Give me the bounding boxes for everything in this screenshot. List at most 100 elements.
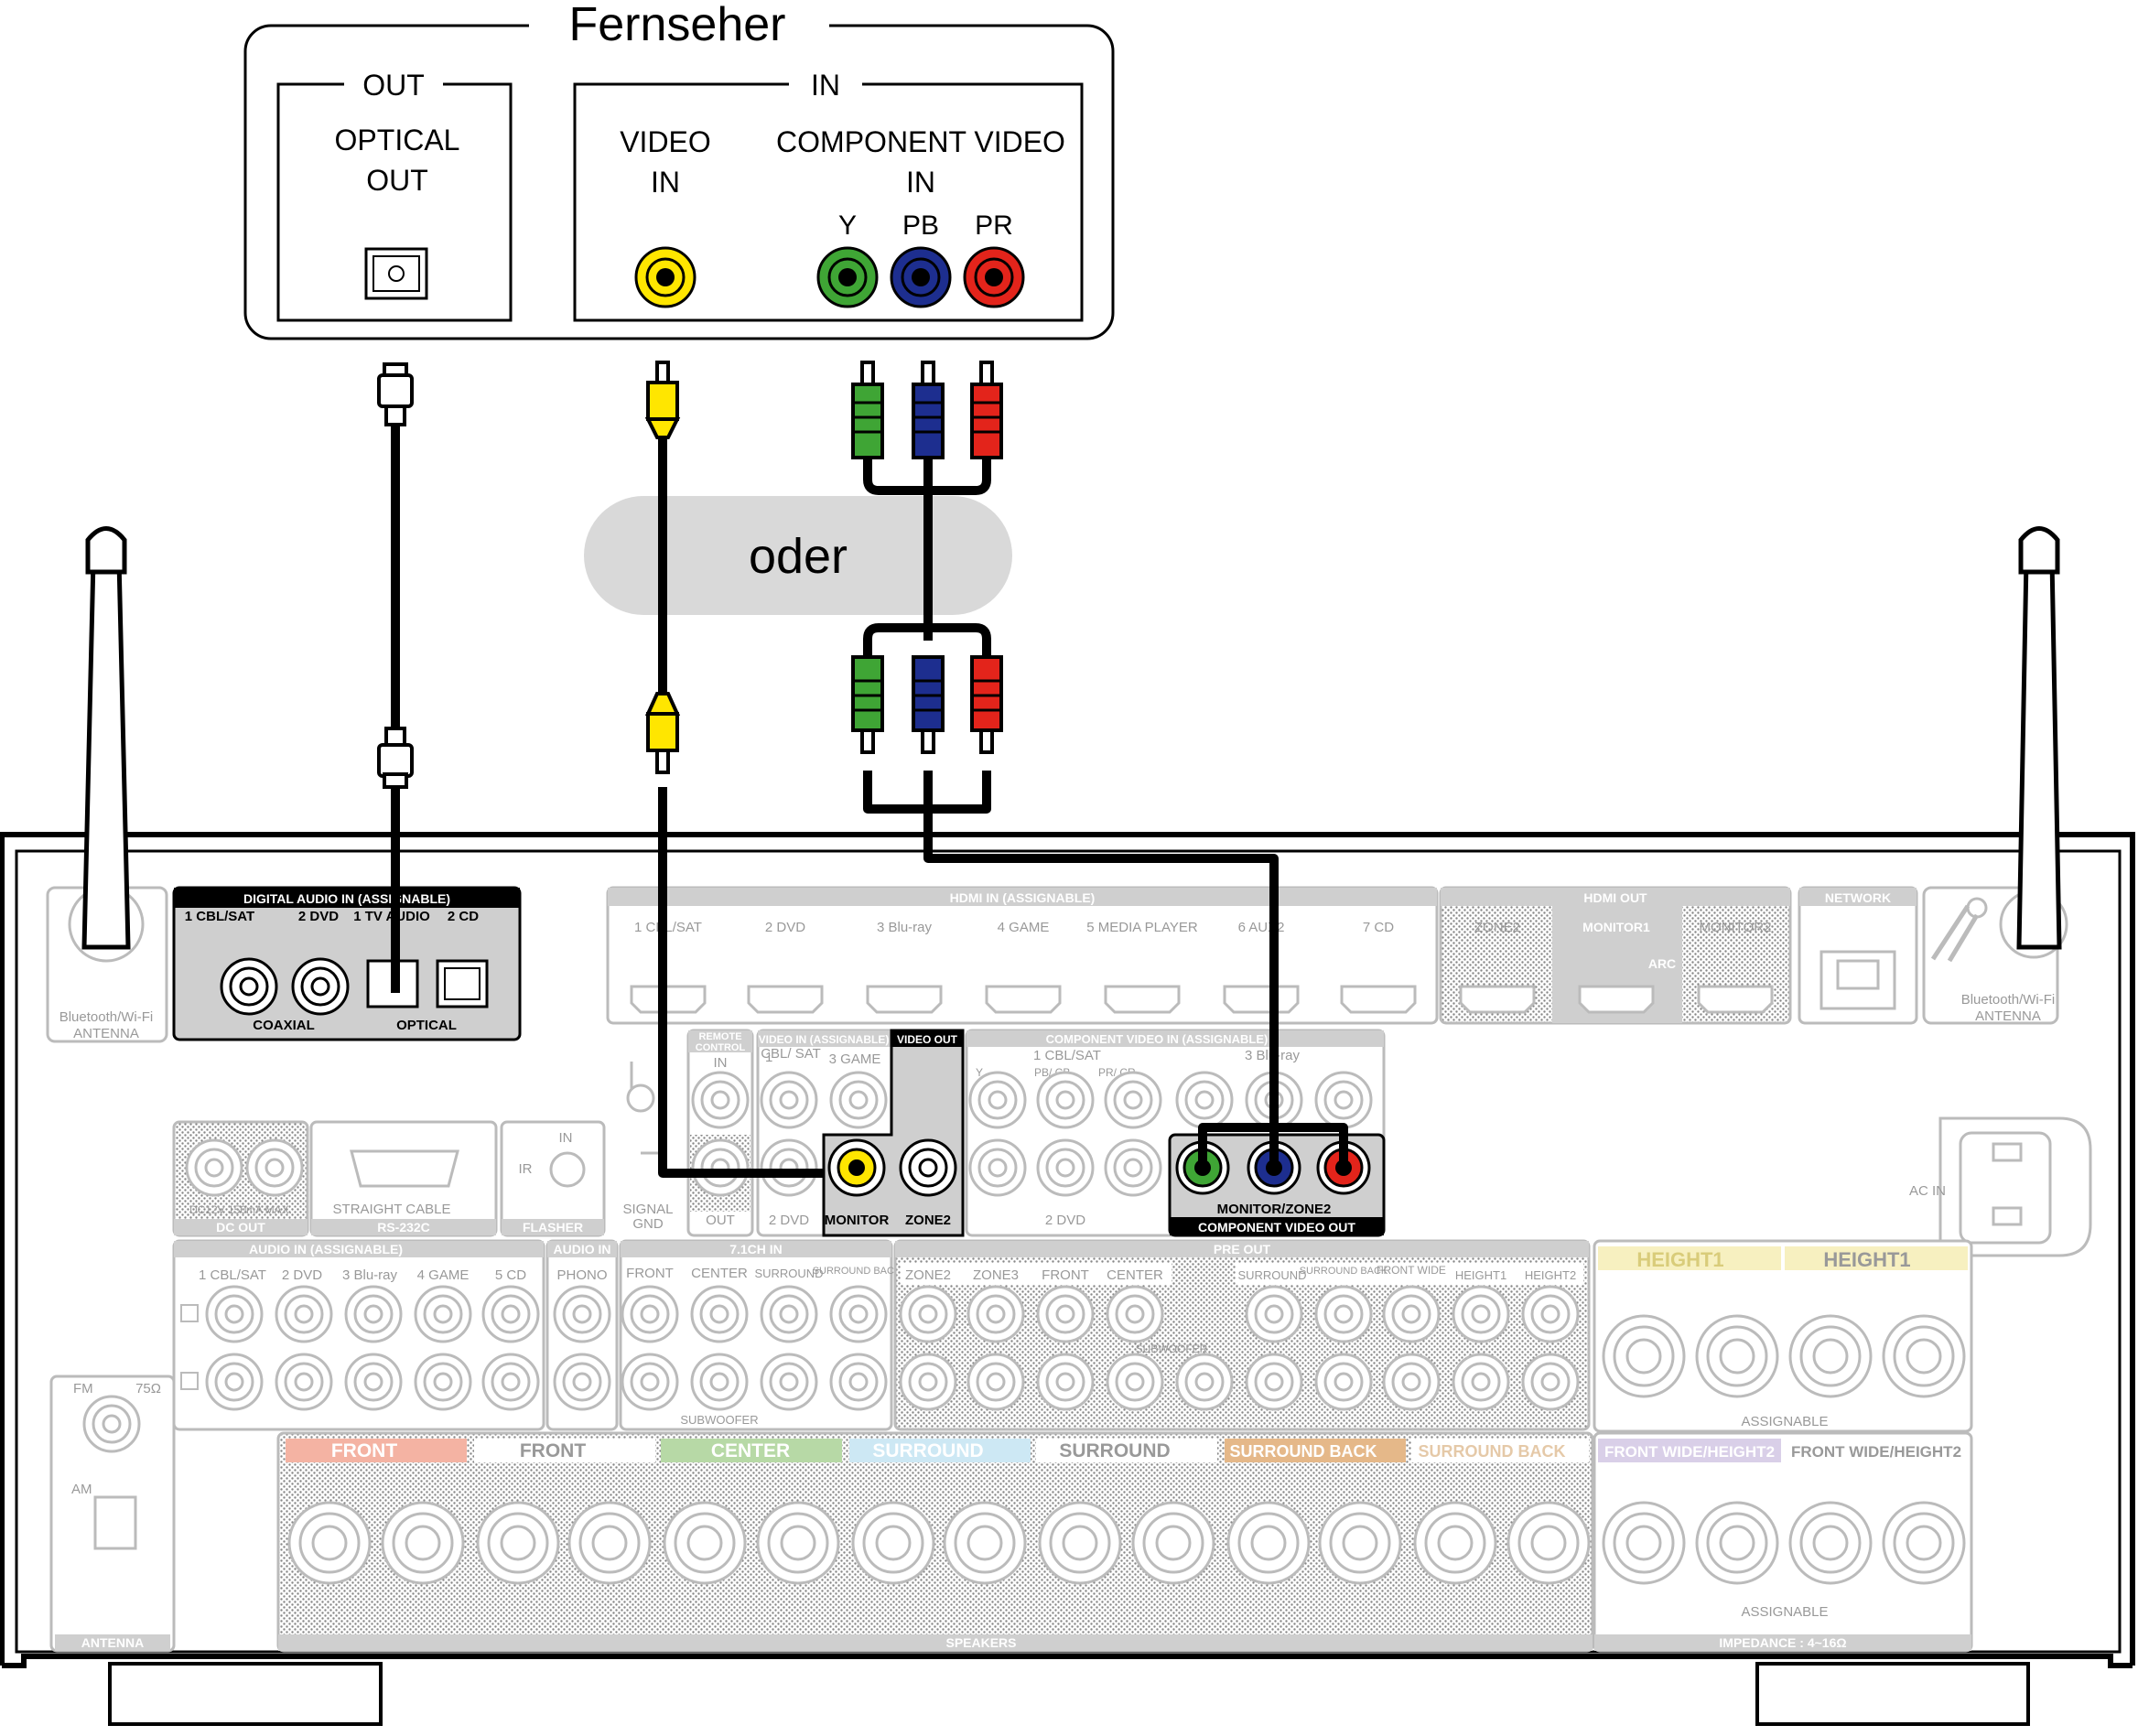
svg-text:DC OUT: DC OUT [216, 1220, 265, 1235]
ac-in-section: AC IN [1909, 1116, 2092, 1257]
svg-text:GND: GND [632, 1216, 664, 1232]
component-video-cable [851, 361, 1348, 1168]
optical-cable [377, 362, 414, 993]
pr-label: PR [975, 210, 1013, 241]
svg-text:SURROUND: SURROUND [754, 1267, 823, 1280]
svg-text:HDMI OUT: HDMI OUT [1583, 890, 1647, 905]
phono-section: AUDIO IN PHONO [545, 1239, 619, 1431]
svg-text:SURROUND: SURROUND [1237, 1268, 1306, 1282]
optical-out-label-2: OUT [366, 164, 428, 197]
svg-text:3 GAME: 3 GAME [829, 1051, 881, 1067]
foot-right [1755, 1662, 2030, 1726]
svg-text:DC12V 150mA MAX.: DC12V 150mA MAX. [189, 1203, 292, 1216]
digital-audio-in-section: DIGITAL AUDIO IN (ASSIGNABLE) 1 CBL/SAT … [172, 886, 522, 1041]
svg-text:AM: AM [71, 1482, 92, 1497]
svg-text:HEIGHT1: HEIGHT1 [1455, 1268, 1506, 1282]
antenna-section: FM 75Ω AM ANTENNA [49, 1375, 176, 1653]
svg-text:ZONE3: ZONE3 [973, 1267, 1019, 1283]
foot-left [108, 1662, 383, 1726]
svg-text:CONTROL: CONTROL [696, 1042, 746, 1053]
component-in-label-1: COMPONENT VIDEO [776, 125, 1065, 158]
svg-text:FLASHER: FLASHER [523, 1220, 583, 1235]
svg-text:SPEAKERS: SPEAKERS [945, 1635, 1016, 1650]
svg-text:1: 1 [765, 1050, 772, 1065]
svg-text:1 CBL/SAT: 1 CBL/SAT [1033, 1048, 1101, 1063]
svg-text:STRAIGHT CABLE: STRAIGHT CABLE [333, 1202, 451, 1217]
svg-text:1 CBL/SAT: 1 CBL/SAT [199, 1267, 266, 1283]
tv-y-jack [816, 246, 879, 308]
svg-text:PRE OUT: PRE OUT [1214, 1242, 1271, 1256]
svg-text:2 DVD: 2 DVD [282, 1267, 322, 1283]
network-section: NETWORK [1798, 886, 1918, 1025]
svg-text:REMOTE: REMOTE [698, 1031, 741, 1042]
video-in-label-2: IN [651, 166, 680, 199]
svg-text:COMPONENT VIDEO OUT: COMPONENT VIDEO OUT [1198, 1220, 1355, 1235]
svg-text:OUT: OUT [706, 1213, 735, 1228]
svg-text:ZONE2: ZONE2 [1474, 920, 1520, 935]
svg-text:FRONT: FRONT [331, 1440, 397, 1461]
composite-video-cable [644, 361, 824, 1178]
svg-text:DIGITAL AUDIO IN (ASSIGNABLE): DIGITAL AUDIO IN (ASSIGNABLE) [243, 891, 450, 906]
svg-text:FRONT WIDE/HEIGHT2: FRONT WIDE/HEIGHT2 [1604, 1443, 1775, 1461]
svg-text:5 MEDIA PLAYER: 5 MEDIA PLAYER [1086, 920, 1198, 935]
tv-video-in-jack [634, 246, 696, 308]
svg-text:IMPEDANCE : 4~16Ω: IMPEDANCE : 4~16Ω [1719, 1635, 1846, 1650]
receiver-rear-panel: Bluetooth/Wi-Fi ANTENNA Bluetooth/Wi-Fi … [0, 526, 2135, 1726]
svg-text:FRONT: FRONT [626, 1266, 674, 1281]
tv-panel: Fernseher OUT OPTICAL OUT IN VIDEO IN CO… [243, 0, 1115, 340]
svg-text:75Ω: 75Ω [135, 1381, 161, 1396]
svg-text:SURROUND: SURROUND [872, 1440, 983, 1461]
svg-text:ASSIGNABLE: ASSIGNABLE [1741, 1414, 1828, 1429]
svg-text:ASSIGNABLE: ASSIGNABLE [1741, 1604, 1828, 1620]
svg-text:Bluetooth/Wi-Fi: Bluetooth/Wi-Fi [59, 1009, 154, 1025]
svg-text:FM: FM [73, 1381, 93, 1396]
video-in-label-1: VIDEO [620, 125, 711, 158]
svg-text:7 CD: 7 CD [1363, 920, 1394, 935]
hdmi-in-section: HDMI IN (ASSIGNABLE) 1 CBL/SAT 2 DVD 3 B… [606, 886, 1439, 1025]
svg-text:7.1CH IN: 7.1CH IN [729, 1242, 783, 1256]
svg-text:Y: Y [976, 1066, 983, 1079]
svg-text:ARC: ARC [1648, 956, 1676, 971]
svg-text:VIDEO OUT: VIDEO OUT [897, 1033, 958, 1046]
svg-text:COMPONENT VIDEO IN (ASSIGNABLE: COMPONENT VIDEO IN (ASSIGNABLE) [1046, 1032, 1269, 1046]
svg-text:IR: IR [519, 1161, 533, 1177]
height1-speaker-section: HEIGHT1 HEIGHT1 ASSIGNABLE [1593, 1239, 1973, 1433]
svg-text:5 CD: 5 CD [495, 1267, 526, 1283]
audio-in-section: AUDIO IN (ASSIGNABLE) 1 CBL/SAT 2 DVD 3 … [172, 1239, 545, 1431]
svg-text:2 DVD: 2 DVD [769, 1213, 809, 1228]
bt-antenna-left: Bluetooth/Wi-Fi ANTENNA [46, 526, 168, 1043]
svg-text:MONITOR/ZONE2: MONITOR/ZONE2 [1217, 1202, 1332, 1217]
svg-text:2 DVD: 2 DVD [298, 909, 339, 924]
svg-text:VIDEO IN (ASSIGNABLE): VIDEO IN (ASSIGNABLE) [759, 1033, 890, 1046]
flasher-section: IN IR FLASHER [500, 1120, 606, 1237]
svg-text:SIGNAL: SIGNAL [622, 1202, 673, 1217]
svg-text:AC IN: AC IN [1909, 1183, 1946, 1199]
tv-in-label: IN [811, 69, 840, 102]
svg-text:ANTENNA: ANTENNA [1975, 1008, 2041, 1024]
y-label: Y [838, 210, 857, 241]
svg-text:HDMI IN (ASSIGNABLE): HDMI IN (ASSIGNABLE) [950, 890, 1096, 905]
svg-text:RS-232C: RS-232C [377, 1220, 430, 1235]
svg-text:NETWORK: NETWORK [1825, 890, 1891, 905]
svg-text:SURROUND BACK: SURROUND BACK [1419, 1442, 1566, 1461]
svg-text:FRONT WIDE/HEIGHT2: FRONT WIDE/HEIGHT2 [1791, 1443, 1961, 1461]
svg-text:4 GAME: 4 GAME [998, 920, 1050, 935]
svg-text:SURROUND BACK: SURROUND BACK [1230, 1442, 1377, 1461]
tv-pb-jack [890, 246, 952, 308]
svg-text:Bluetooth/Wi-Fi: Bluetooth/Wi-Fi [1961, 992, 2056, 1008]
speakers-section: FRONT FRONT CENTER SURROUND SURROUND SUR… [276, 1431, 1594, 1653]
pre-out-section: PRE OUT ZONE2 ZONE3 FRONT CENTER SURROUN… [893, 1239, 1591, 1431]
tv-out-label: OUT [362, 69, 425, 102]
bt-antenna-right: Bluetooth/Wi-Fi ANTENNA [1922, 526, 2068, 1025]
svg-text:MONITOR2: MONITOR2 [1700, 920, 1772, 935]
svg-text:AUDIO IN: AUDIO IN [554, 1242, 611, 1256]
svg-text:ZONE2: ZONE2 [905, 1213, 951, 1228]
svg-text:ANTENNA: ANTENNA [81, 1635, 144, 1650]
svg-text:CENTER: CENTER [711, 1440, 790, 1461]
svg-text:HEIGHT1: HEIGHT1 [1636, 1248, 1723, 1271]
svg-text:1 CBL/SAT: 1 CBL/SAT [634, 920, 702, 935]
tv-pr-jack [963, 246, 1025, 308]
video-out-section: VIDEO OUT MONITOR ZONE2 [822, 1029, 965, 1237]
svg-text:2 DVD: 2 DVD [765, 920, 805, 935]
receiver-monitor-video-out-jack [827, 1138, 886, 1197]
